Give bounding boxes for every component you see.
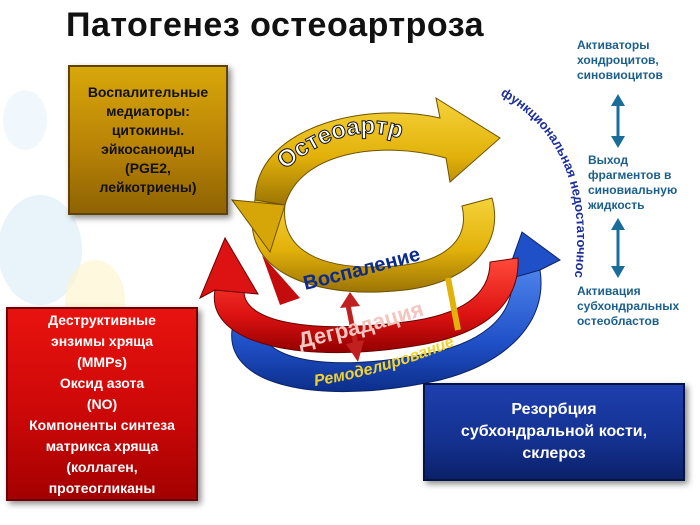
mediators-line: медиаторы: [106,103,190,119]
destructive-line: Деструктивные [48,311,156,328]
inflammatory-mediators-box: Воспалительные медиаторы: цитокины. эйко… [68,65,228,215]
destructive-enzymes-box: Деструктивные энзимы хряща (MMPs) Оксид … [6,307,198,501]
activators-line: Активаторы [577,38,650,52]
fragments-release-text: Выход фрагментов в синовиальную жидкость [588,153,677,213]
mediators-line: цитокины. [111,122,185,138]
fragments-line: Выход [588,153,629,167]
destructive-line: матрикса хряща [45,437,159,454]
activators-line: синовиоцитов [577,68,663,82]
connector-arrows [340,277,461,362]
mediators-line: эйкосаноиды [101,141,195,157]
destructive-line: Компоненты синтеза [29,416,175,433]
fragments-line: синовиальную [588,183,678,197]
destructive-line: (NO) [86,395,118,412]
destructive-line: (коллаген, [66,458,138,475]
destructive-line: энзимы хряща [50,332,154,349]
resorption-line: Резорбция [511,401,597,418]
subchondral-activation-text: Активация субхондральных остеобластов [577,284,679,329]
fragments-line: жидкость [588,198,645,212]
mediators-line: Воспалительные [87,84,209,100]
destructive-line: (MMPs) [77,353,127,370]
subchondral-line: субхондральных [577,299,680,313]
activators-line: хондроцитов, [577,53,659,67]
page-title: Патогенез остеоартроза [66,6,485,44]
bone-resorption-box: Резорбция субхондральной кости, склероз [423,383,685,481]
mediators-line: (PGE2, [125,160,171,176]
subchondral-line: остеобластов [577,314,660,328]
resorption-line: склероз [522,445,586,462]
destructive-line: Оксид азота [59,374,145,391]
degradation-ring [199,236,519,354]
activators-text: Активаторы хондроцитов, синовиоцитов [577,38,663,83]
mediators-line: лейкотриены) [99,179,197,195]
destructive-line: протеогликаны [48,479,156,496]
inflammation-ring [230,96,501,293]
remodeling-ring [231,231,561,393]
right-arrows [611,94,625,278]
resorption-line: субхондральной кости, [460,423,648,440]
subchondral-line: Активация [577,284,641,298]
fragments-line: фрагментов в [588,168,672,182]
